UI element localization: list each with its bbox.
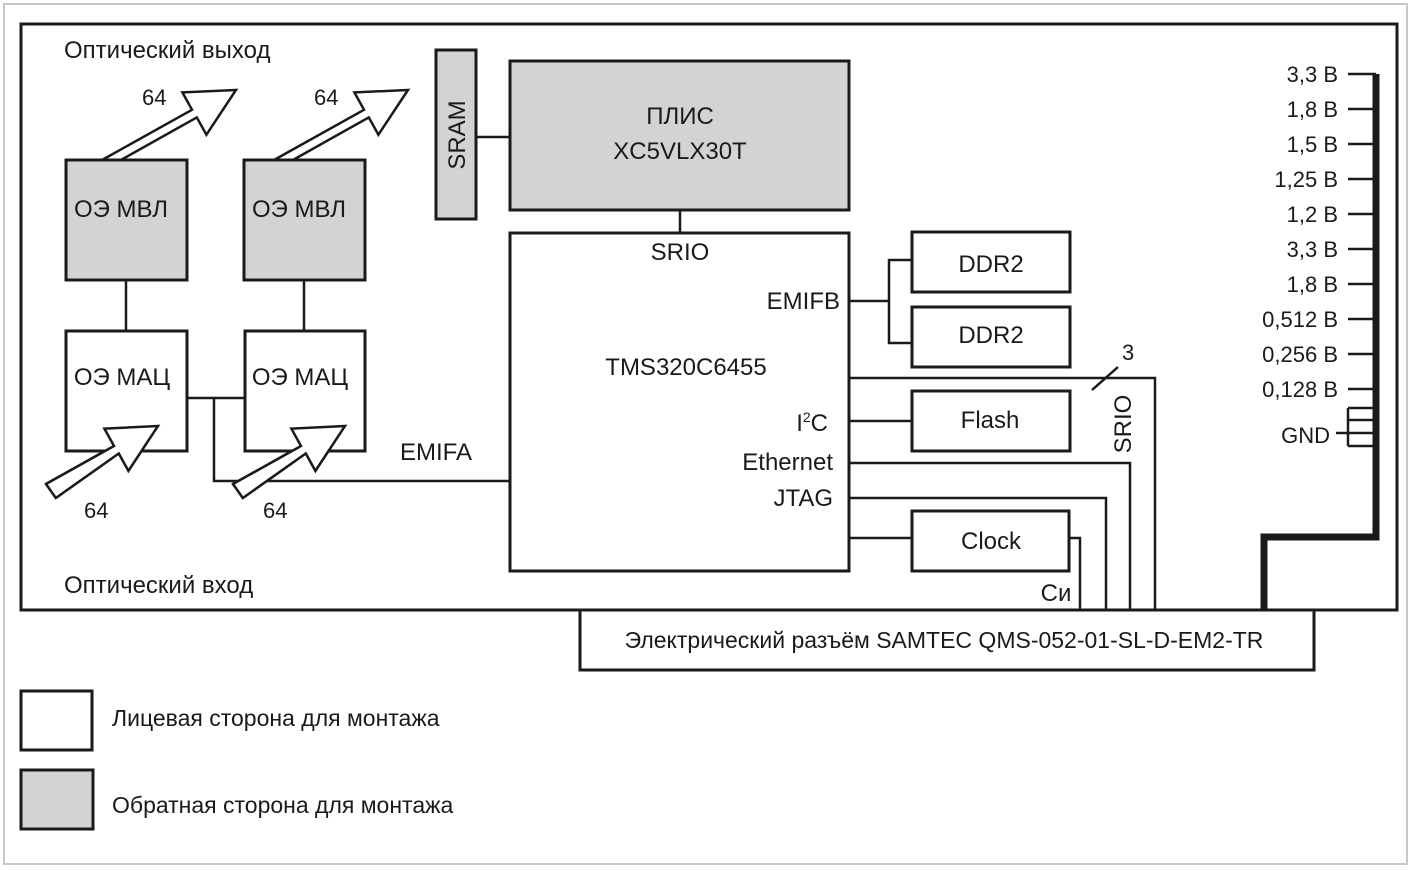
dsp-block bbox=[508, 231, 851, 573]
rail-label: 1,8 В bbox=[1287, 97, 1338, 122]
ethernet-label: Ethernet bbox=[742, 449, 833, 476]
rail-label: 1,2 В bbox=[1287, 202, 1338, 227]
rail-label: 3,3 В bbox=[1287, 62, 1338, 87]
legend-swatch-front bbox=[19, 689, 94, 752]
fpga-label-line1: ПЛИС bbox=[646, 103, 714, 130]
oe-mac-label-2: ОЭ МАЦ bbox=[252, 364, 349, 391]
legend-back-label: Обратная сторона для монтажа bbox=[112, 792, 453, 818]
optical-in-arrows-top bbox=[44, 424, 348, 500]
dsp-label: TMS320C6455 bbox=[605, 354, 766, 381]
rail-label: 1,5 В bbox=[1287, 132, 1338, 157]
ddr2-label-2: DDR2 bbox=[958, 322, 1023, 349]
emifb-label: EMIFB bbox=[767, 288, 840, 315]
oe-mac-label-1: ОЭ МАЦ bbox=[74, 364, 171, 391]
rail-label: 3,3 В bbox=[1287, 237, 1338, 262]
ddr2-block-1 bbox=[910, 230, 1072, 294]
connector-block bbox=[578, 608, 1316, 672]
wire-ddr2-bus bbox=[887, 258, 912, 345]
i2c-label: I2C bbox=[796, 409, 828, 437]
wires bbox=[124, 135, 1157, 610]
rail-label: 1,25 В bbox=[1274, 167, 1338, 192]
fpga-block bbox=[508, 59, 851, 212]
oe-mvl-label-2: ОЭ МВЛ bbox=[252, 196, 346, 223]
gnd-label: GND bbox=[1281, 423, 1330, 448]
ddr2-label-1: DDR2 bbox=[958, 251, 1023, 278]
sram-block bbox=[434, 48, 478, 221]
srio-side-label: SRIO bbox=[1110, 395, 1137, 454]
wire-srio bbox=[849, 376, 1157, 610]
rail-label: 0,256 В bbox=[1262, 342, 1338, 367]
srio-count-label: 3 bbox=[1122, 340, 1134, 365]
connector-label: Электрический разъём SAMTEC QMS-052-01-S… bbox=[625, 627, 1264, 653]
jtag-label: JTAG bbox=[773, 485, 833, 512]
srio-bus-slash bbox=[1091, 366, 1119, 391]
wire-emifa-bus bbox=[187, 396, 510, 483]
legend: Лицевая сторона для монтажа Обратная сто… bbox=[19, 689, 453, 831]
arrow-count-out-2: 64 bbox=[314, 85, 338, 110]
flash-label: Flash bbox=[961, 407, 1020, 434]
legend-swatch-back bbox=[19, 768, 95, 831]
fpga-label-line2: XC5VLX30T bbox=[613, 138, 747, 165]
ddr2-block-2 bbox=[910, 305, 1072, 369]
srio-top-label: SRIO bbox=[651, 239, 710, 266]
emifa-label: EMIFA bbox=[400, 439, 472, 466]
power-bus bbox=[1260, 72, 1380, 610]
sram-label: SRAM bbox=[444, 100, 471, 169]
optical-out-arrow-1 bbox=[101, 88, 239, 168]
arrow-count-in-2: 64 bbox=[263, 498, 287, 523]
oe-mvl-block-2 bbox=[242, 158, 367, 282]
rail-label: 0,512 В bbox=[1262, 307, 1338, 332]
rail-label: 1,8 В bbox=[1287, 272, 1338, 297]
outer-frame bbox=[3, 3, 1408, 865]
clock-label: Clock bbox=[961, 528, 1022, 555]
legend-front-label: Лицевая сторона для монтажа bbox=[112, 705, 440, 731]
si-label: Си bbox=[1041, 580, 1072, 607]
oe-mvl-block-1 bbox=[64, 158, 189, 282]
flash-block bbox=[910, 389, 1072, 453]
oe-mvl-label-1: ОЭ МВЛ bbox=[74, 196, 168, 223]
wire-clock-connector bbox=[1069, 536, 1082, 610]
rail-label: 0,128 В bbox=[1262, 377, 1338, 402]
wire-ethernet bbox=[849, 461, 1132, 610]
optical-out-arrow-2 bbox=[273, 88, 411, 168]
optical-output-label: Оптический выход bbox=[64, 37, 270, 64]
clock-block bbox=[910, 509, 1071, 573]
optical-input-label: Оптический вход bbox=[64, 572, 253, 599]
arrow-count-out-1: 64 bbox=[142, 85, 166, 110]
wire-jtag bbox=[849, 496, 1108, 610]
arrow-count-in-1: 64 bbox=[84, 498, 108, 523]
power-rail-labels: 3,3 В 1,8 В 1,5 В 1,25 В 1,2 В 3,3 В 1,8… bbox=[1262, 62, 1338, 448]
